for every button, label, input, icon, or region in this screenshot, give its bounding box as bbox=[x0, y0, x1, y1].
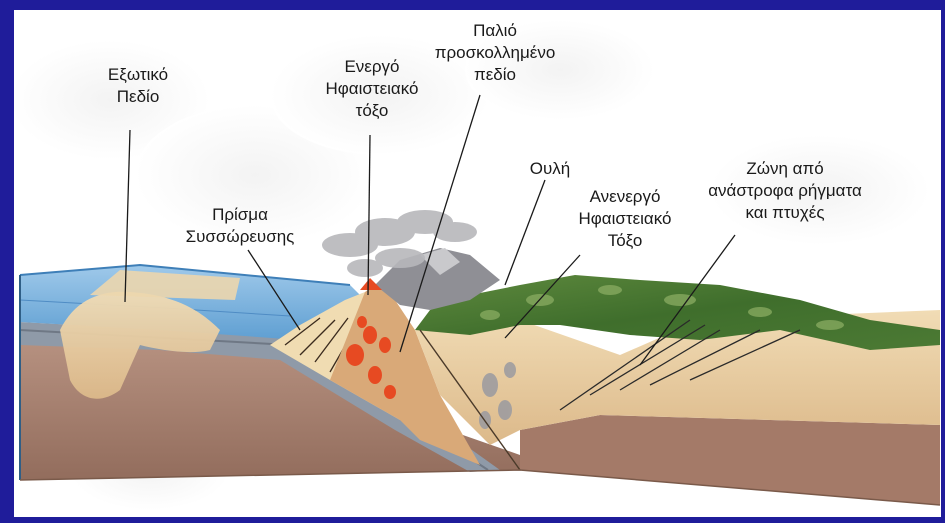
label-inactive-volcanic-arc: Ανενεργό Ηφαιστειακό Τόξο bbox=[565, 186, 685, 252]
label-reverse-fault-zone: Ζώνη από ανάστροφα ρήγματα και πτυχές bbox=[700, 158, 870, 224]
label-suture: Ουλή bbox=[520, 158, 580, 180]
label-active-volcanic-arc: Ενεργό Ηφαιστειακό τόξο bbox=[312, 56, 432, 122]
label-exotic-field: Εξωτικό Πεδίο bbox=[88, 64, 188, 108]
label-old-accreted-field: Παλιό προσκολλημένο πεδίο bbox=[425, 20, 565, 86]
right-lower-band bbox=[520, 415, 940, 505]
label-accretionary-prism: Πρίσμα Συσσώρευσης bbox=[175, 204, 305, 248]
